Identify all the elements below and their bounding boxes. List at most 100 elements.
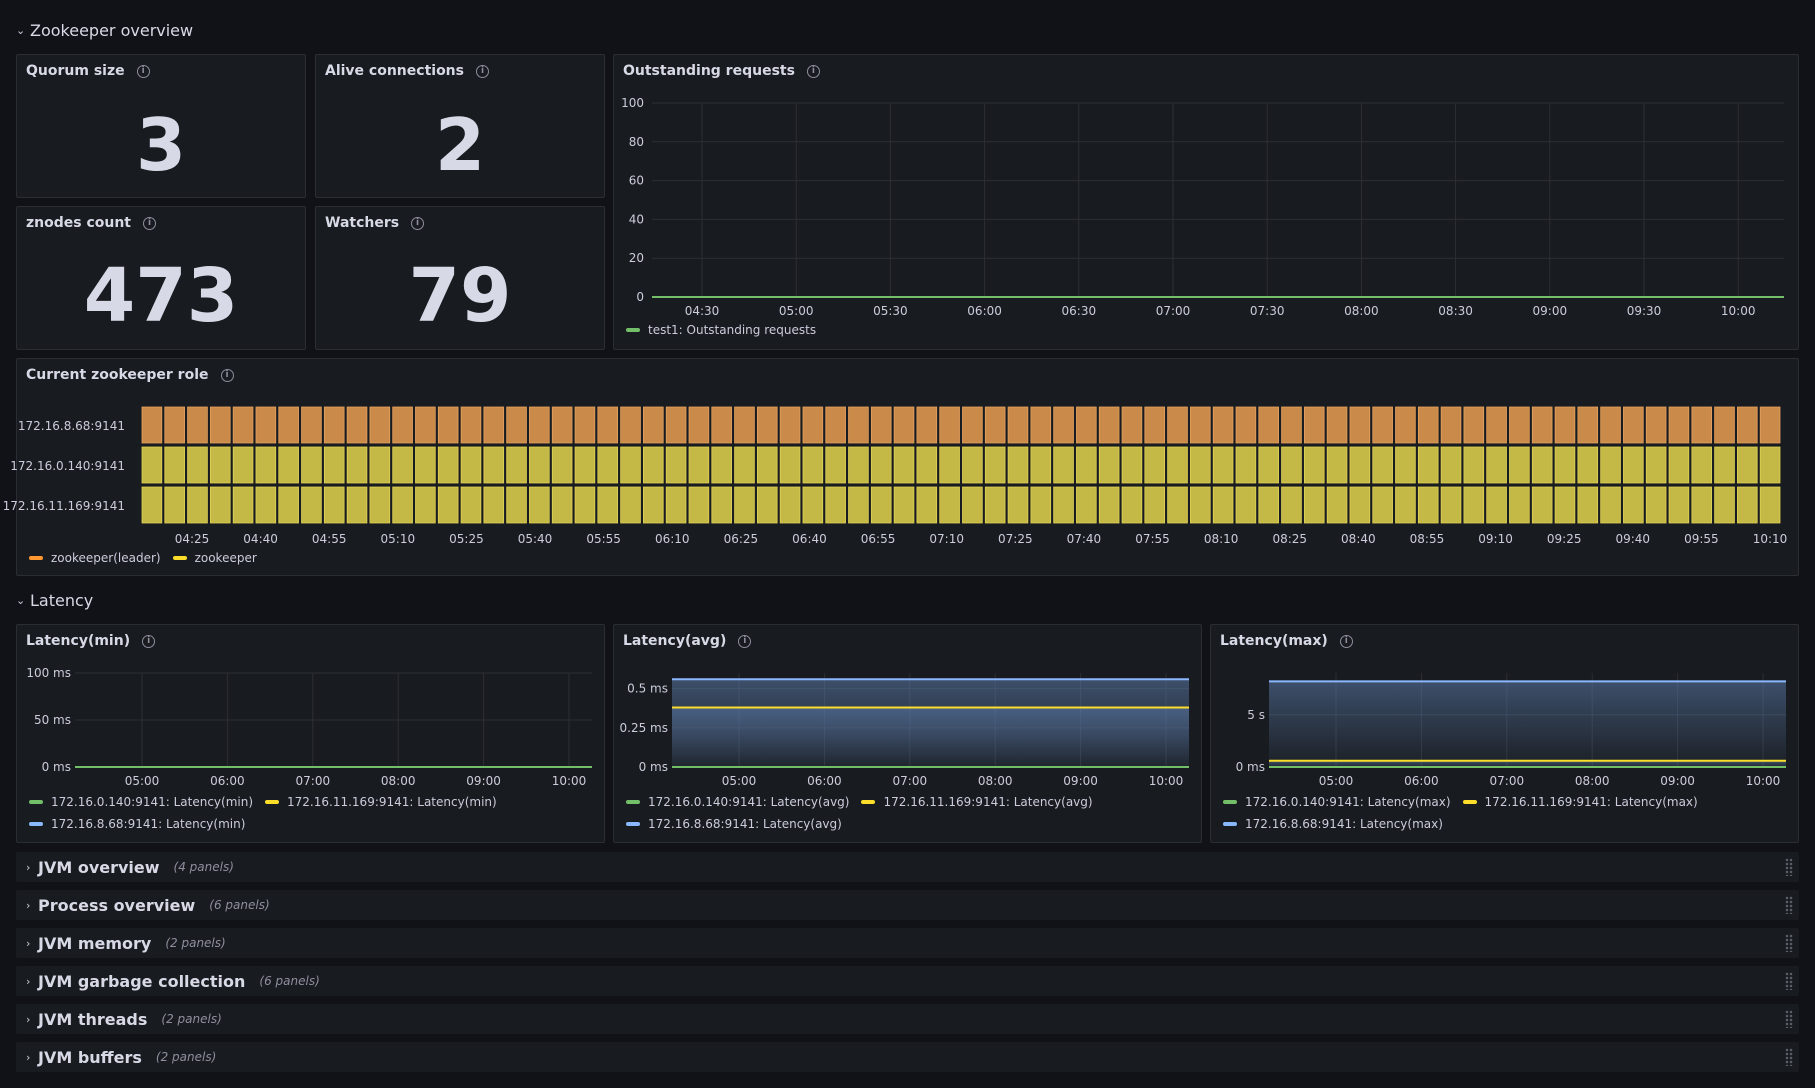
state-cell — [483, 406, 505, 444]
collapsed-row-jvm-buffers[interactable]: › JVM buffers (2 panels) — [16, 1042, 1799, 1072]
state-cell — [1417, 406, 1439, 444]
state-cell — [1691, 446, 1713, 484]
panel-title[interactable]: Latency(max)i — [1220, 633, 1353, 649]
drag-handle-icon[interactable] — [1785, 1048, 1793, 1066]
x-tick-label: 08:00 — [1344, 304, 1379, 318]
drag-handle-icon[interactable] — [1785, 934, 1793, 952]
info-icon[interactable]: i — [142, 634, 156, 648]
state-cell — [597, 446, 619, 484]
x-tick-label: 05:00 — [722, 774, 757, 788]
legend-item[interactable]: 172.16.11.169:9141: Latency(max) — [1462, 795, 1698, 809]
legend-item[interactable]: zookeeper — [172, 551, 257, 565]
legend-item[interactable]: 172.16.11.169:9141: Latency(min) — [265, 795, 497, 809]
x-tick-label: 06:00 — [1404, 774, 1439, 788]
state-cell — [643, 486, 664, 524]
panel-title-text: Latency(avg) — [623, 633, 727, 649]
chevron-down-icon: ⌄ — [16, 593, 26, 607]
collapsed-row-jvm-overview[interactable]: › JVM overview (4 panels) — [16, 852, 1799, 882]
drag-handle-icon[interactable] — [1785, 972, 1793, 990]
legend-item[interactable]: 172.16.0.140:9141: Latency(avg) — [626, 795, 849, 809]
info-icon[interactable]: i — [1339, 634, 1353, 648]
y-tick-label: 60 — [629, 174, 644, 188]
x-tick-label: 05:10 — [381, 532, 416, 546]
row-header-zookeeper[interactable]: ⌄ Zookeeper overview — [16, 15, 193, 45]
legend-item[interactable]: 172.16.8.68:9141: Latency(max) — [1223, 817, 1443, 831]
x-tick-label: 09:00 — [1533, 304, 1568, 318]
legend-item[interactable]: 172.16.0.140:9141: Latency(max) — [1223, 795, 1451, 809]
state-cell — [1714, 406, 1735, 444]
x-tick-label: 06:40 — [792, 532, 827, 546]
legend-item[interactable]: 172.16.0.140:9141: Latency(min) — [29, 795, 253, 809]
state-cell — [346, 486, 368, 524]
legend-label: test1: Outstanding requests — [648, 323, 817, 337]
x-tick-label: 09:10 — [1478, 532, 1513, 546]
state-cell — [1440, 446, 1462, 484]
x-tick-label: 10:10 — [1753, 532, 1788, 546]
collapsed-row-jvm-memory[interactable]: › JVM memory (2 panels) — [16, 928, 1799, 958]
legend-item[interactable]: 172.16.8.68:9141: Latency(avg) — [626, 817, 842, 831]
state-cell — [665, 406, 687, 444]
series-area — [672, 707, 1189, 767]
x-tick-label: 09:40 — [1615, 532, 1650, 546]
info-icon[interactable]: i — [143, 216, 156, 230]
state-cell — [506, 486, 527, 524]
state-cell — [779, 446, 801, 484]
legend-swatch — [29, 556, 43, 560]
state-cell — [1577, 446, 1599, 484]
panel-title[interactable]: Latency(avg) i — [623, 633, 752, 649]
drag-handle-icon[interactable] — [1785, 858, 1793, 876]
drag-handle-icon[interactable] — [1785, 896, 1793, 914]
drag-handle-icon[interactable] — [1785, 1010, 1793, 1028]
state-cell — [1076, 406, 1097, 444]
legend-item[interactable]: 172.16.11.169:9141: Latency(avg) — [861, 795, 1093, 809]
info-icon[interactable]: i — [411, 216, 425, 230]
series-area — [1269, 681, 1786, 767]
info-icon[interactable]: i — [806, 64, 820, 78]
state-cell — [1258, 446, 1279, 484]
legend-item[interactable]: test1: Outstanding requests — [626, 323, 816, 337]
x-tick-label: 07:55 — [1135, 532, 1170, 546]
state-cell — [1349, 406, 1371, 444]
info-icon[interactable]: i — [136, 64, 150, 78]
info-icon[interactable]: i — [738, 634, 752, 648]
state-cell — [1121, 406, 1143, 444]
state-cell — [1600, 446, 1621, 484]
state-cell — [460, 486, 482, 524]
state-cell — [1577, 406, 1599, 444]
collapsed-row-process-overview[interactable]: › Process overview (6 panels) — [16, 890, 1799, 920]
state-cell — [1395, 486, 1416, 524]
legend-item[interactable]: zookeeper(leader) — [29, 551, 161, 565]
state-cell — [1554, 486, 1576, 524]
x-tick-label: 10:00 — [1149, 774, 1184, 788]
x-tick-label: 07:00 — [1490, 774, 1525, 788]
state-cell — [1258, 486, 1279, 524]
collapsed-row-jvm-gc[interactable]: › JVM garbage collection (6 panels) — [16, 966, 1799, 996]
panel-title[interactable]: Latency(min)i — [26, 633, 156, 649]
panel-count: (6 panels) — [209, 898, 270, 912]
state-cell — [1759, 486, 1781, 524]
panel-count: (2 panels) — [155, 1050, 217, 1064]
state-cell — [369, 446, 391, 484]
legend-swatch — [1223, 800, 1237, 804]
legend-swatch — [626, 822, 640, 826]
zookeeper-role-chart[interactable]: 172.16.8.68:9141172.16.0.140:9141172.16.… — [3, 359, 1798, 549]
legend-item[interactable]: 172.16.8.68:9141: Latency(min) — [29, 817, 245, 831]
row-header-latency[interactable]: ⌄ Latency — [16, 585, 93, 615]
state-cell — [665, 446, 687, 484]
x-tick-label: 05:00 — [779, 304, 814, 318]
state-cell — [209, 446, 231, 484]
info-icon[interactable]: i — [475, 64, 489, 78]
state-cell — [1121, 446, 1143, 484]
collapsed-row-jvm-threads[interactable]: › JVM threads (2 panels) — [16, 1004, 1799, 1034]
info-icon[interactable]: i — [220, 368, 234, 382]
